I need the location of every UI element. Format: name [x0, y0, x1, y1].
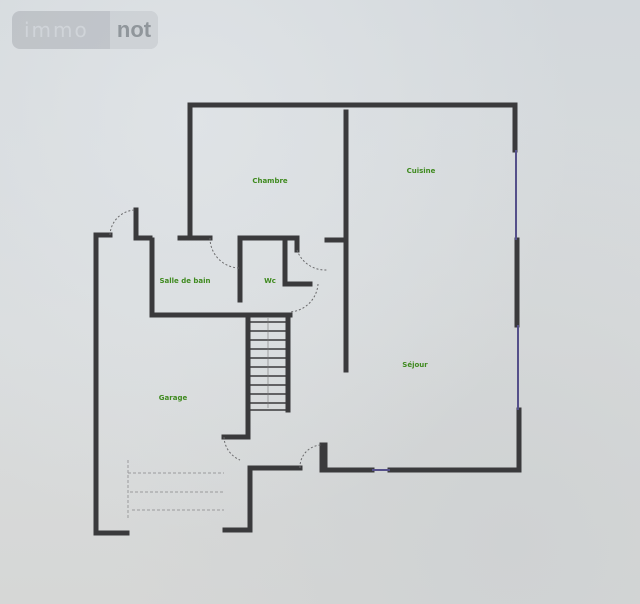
room-label-garage: Garage: [158, 394, 188, 402]
room-label-salle-de-bain: Salle de bain: [159, 277, 211, 285]
room-label-wc: Wc: [264, 277, 276, 285]
watermark-text-not: not: [110, 11, 158, 49]
wall-bathroom: [149, 237, 293, 318]
door-swing-entry: [109, 209, 137, 236]
wall-garage-right: [222, 465, 303, 533]
wall-chambre-left: [177, 102, 193, 241]
room-label-cuisine: Cuisine: [406, 167, 436, 175]
walls: [93, 102, 522, 536]
door-swings: [109, 209, 328, 469]
room-label-sejour: Séjour: [402, 361, 428, 369]
watermark-text-immo: immo: [24, 18, 89, 42]
door-swing-bath: [209, 237, 241, 269]
windows: [372, 150, 519, 471]
watermark-logo: immo not: [12, 11, 158, 49]
wall-right-bottom: [387, 407, 522, 473]
door-swing-garage: [223, 436, 241, 461]
door-swing-chambre: [296, 249, 328, 271]
room-label-chambre: Chambre: [252, 177, 288, 185]
door-swing-front: [299, 444, 323, 469]
wall-stairs-left: [221, 312, 251, 440]
wall-garage-left: [93, 232, 130, 536]
garage-markings: [127, 460, 224, 520]
staircase: [250, 318, 286, 411]
wall-wc-top: [237, 235, 300, 253]
wall-top-right: [298, 102, 518, 153]
wall-wc-right: [282, 237, 313, 287]
wall-bottom-sejour: [322, 442, 375, 473]
door-swing-wc: [289, 283, 319, 313]
wall-entry-stub: [133, 207, 153, 241]
